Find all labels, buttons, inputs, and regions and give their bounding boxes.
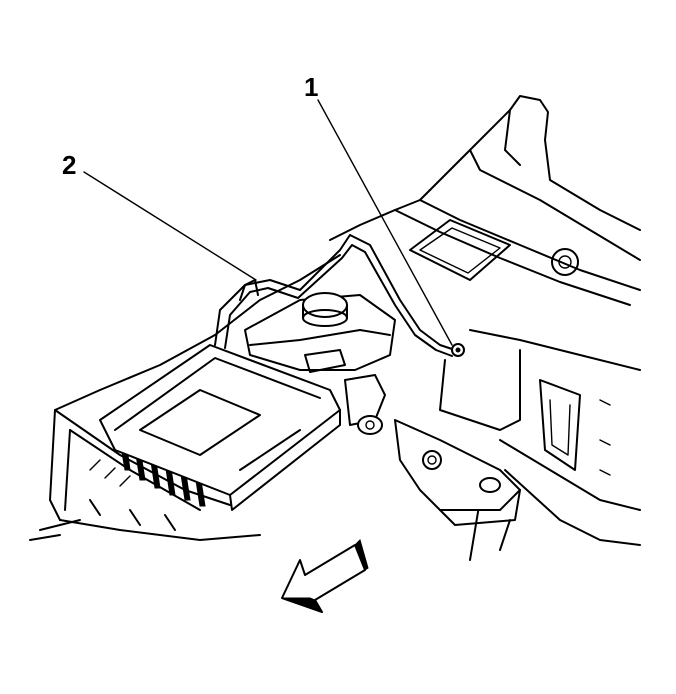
callout-2-label: 2 [62, 150, 77, 180]
front-structure [29, 254, 341, 541]
housing-box [99, 344, 341, 511]
hood-release-cable [214, 234, 465, 357]
callout-1-leader [317, 99, 453, 346]
front-direction-arrow [281, 539, 369, 613]
callout-leaders [83, 99, 453, 346]
coolant-reservoir [244, 292, 396, 435]
callout-1-label: 1 [304, 72, 319, 102]
mounting-bracket [394, 419, 521, 526]
callout-2-leader [83, 171, 257, 281]
cowl-structure [329, 95, 641, 561]
